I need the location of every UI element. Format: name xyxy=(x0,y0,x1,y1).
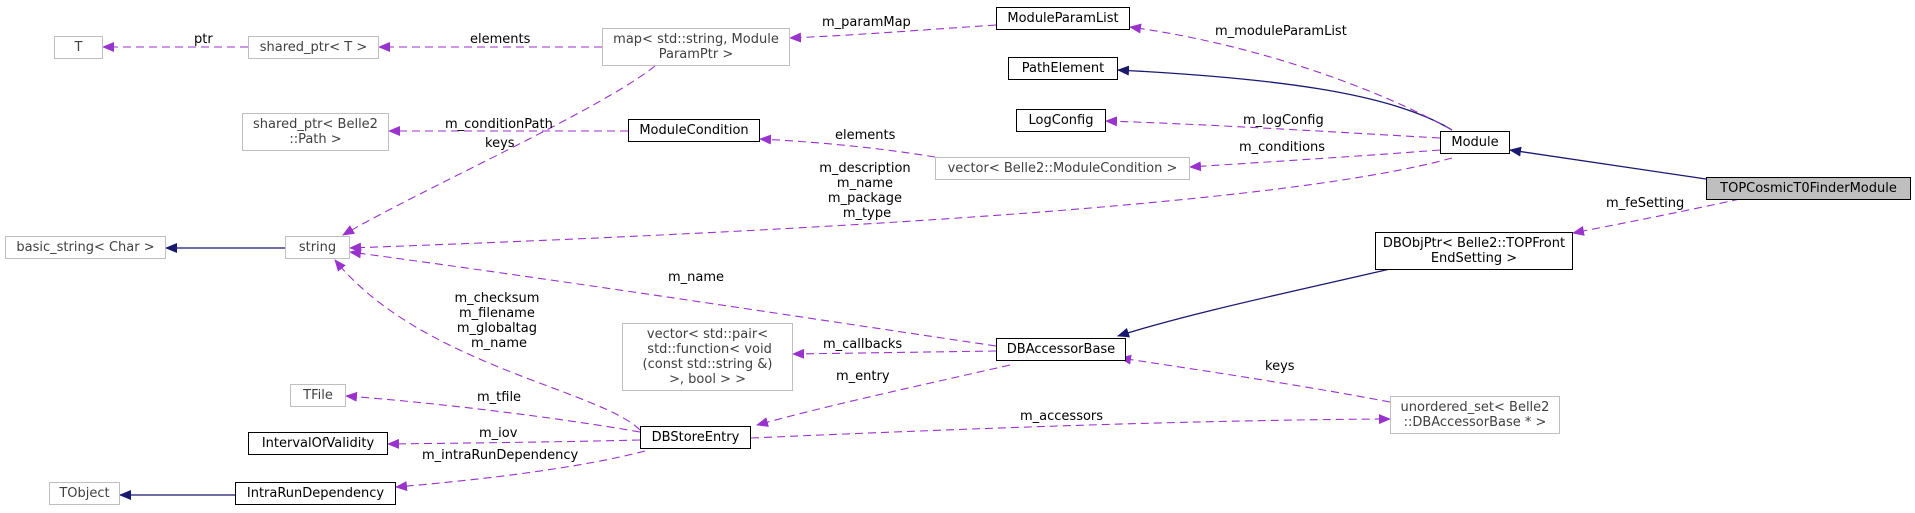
edge-module-to-string xyxy=(349,157,1453,253)
node-t-label: T xyxy=(74,40,83,55)
node-basic-string-label: basic_string< Char > xyxy=(16,240,155,255)
edge-label-m-fe-setting: m_feSetting xyxy=(1606,196,1684,211)
edge-label-keys-map: keys xyxy=(485,136,515,151)
edge-label-m-dbse-members-line-1: m_checksum xyxy=(454,291,539,306)
edge-module-to-module-param-list xyxy=(1129,23,1453,131)
edge-label-m-entry: m_entry xyxy=(836,369,890,384)
node-db-store-entry-label: DBStoreEntry xyxy=(651,430,740,445)
edge-label-m-module-members-line-2: m_name xyxy=(837,176,893,191)
node-log-config[interactable]: LogConfig xyxy=(1016,109,1106,132)
edge-label-m-condition-path: m_conditionPath xyxy=(445,117,553,132)
node-intra-run-dependency-label: IntraRunDependency xyxy=(246,486,385,501)
edge-dbaccessorbase-to-vector-pair xyxy=(792,348,997,359)
edge-label-m-iov: m_iov xyxy=(479,426,518,441)
edge-dbstoreentry-to-tfile xyxy=(345,391,641,433)
node-shared-ptr-t-label: shared_ptr< T > xyxy=(259,40,368,55)
node-interval-of-validity-label: IntervalOfValidity xyxy=(261,436,375,451)
edge-label-m-module-members-line-3: m_package xyxy=(828,191,902,206)
node-tfile-label: TFile xyxy=(303,388,333,403)
node-shared-ptr-path[interactable]: shared_ptr< Belle2 ::Path > xyxy=(242,113,389,151)
edge-label-elements-map: elements xyxy=(470,32,531,47)
edge-label-m-log-config: m_logConfig xyxy=(1243,113,1324,128)
edge-label-m-module-param-list: m_moduleParamList xyxy=(1215,24,1347,39)
node-module-param-list-label: ModuleParamList xyxy=(1007,11,1119,26)
node-tfile[interactable]: TFile xyxy=(290,384,346,407)
node-map[interactable]: map< std::string, Module ParamPtr > xyxy=(602,28,790,66)
node-path-element-label: PathElement xyxy=(1021,61,1105,76)
node-module[interactable]: Module xyxy=(1440,131,1510,154)
node-vector-pair-label: vector< std::pair< std::function< void (… xyxy=(642,327,773,387)
node-vector-pair[interactable]: vector< std::pair< std::function< void (… xyxy=(622,323,793,391)
edge-dbobjptr-to-dbaccessorbase xyxy=(1117,268,1391,338)
edge-dbaccessorbase-to-string xyxy=(349,248,997,347)
node-module-param-list[interactable]: ModuleParamList xyxy=(996,7,1130,30)
node-db-accessor-base-label: DBAccessorBase xyxy=(1006,342,1116,357)
edge-label-m-callbacks: m_callbacks xyxy=(823,337,902,352)
edge-module-to-log-config xyxy=(1105,116,1441,139)
node-string[interactable]: string xyxy=(285,236,350,259)
node-interval-of-validity[interactable]: IntervalOfValidity xyxy=(248,432,388,455)
node-intra-run-dependency[interactable]: IntraRunDependency xyxy=(235,482,396,505)
edge-dbaccessorbase-to-dbstoreentry xyxy=(756,364,1011,427)
node-dbobjptr[interactable]: DBObjPtr< Belle2::TOPFront EndSetting > xyxy=(1375,232,1573,270)
edge-label-m-accessors: m_accessors xyxy=(1020,409,1103,424)
edge-module-param-list-to-map xyxy=(789,24,997,43)
edge-dbstoreentry-to-unordered-set xyxy=(750,414,1391,439)
node-top-cosmic-t0-finder-module[interactable]: TOPCosmicT0FinderModule xyxy=(1706,177,1911,200)
node-tobject[interactable]: TObject xyxy=(49,482,120,505)
node-db-accessor-base[interactable]: DBAccessorBase xyxy=(996,338,1126,361)
node-vector-module-condition[interactable]: vector< Belle2::ModuleCondition > xyxy=(935,157,1190,180)
edge-label-ptr: ptr xyxy=(194,32,213,47)
edge-label-m-tfile: m_tfile xyxy=(477,390,521,405)
edge-dbstoreentry-to-interval xyxy=(387,438,641,449)
edge-map-to-string-keys xyxy=(342,65,656,236)
edge-top-cosmic-to-module xyxy=(1509,146,1707,180)
node-map-label: map< std::string, Module ParamPtr > xyxy=(613,32,779,62)
node-basic-string[interactable]: basic_string< Char > xyxy=(5,236,166,259)
node-module-condition[interactable]: ModuleCondition xyxy=(628,119,760,142)
edge-dbstoreentry-to-string xyxy=(334,259,641,431)
node-module-label: Module xyxy=(1451,135,1499,150)
node-top-cosmic-t0-finder-module-label: TOPCosmicT0FinderModule xyxy=(1720,181,1897,196)
node-t[interactable]: T xyxy=(54,36,103,59)
node-shared-ptr-t[interactable]: shared_ptr< T > xyxy=(248,36,379,59)
edge-top-cosmic-to-dbobjptr xyxy=(1572,198,1741,236)
node-unordered-set-label: unordered_set< Belle2 ::DBAccessorBase *… xyxy=(1400,400,1550,430)
edge-label-m-module-members-line-1: m_description xyxy=(819,161,910,176)
edge-module-to-vector-mc xyxy=(1189,149,1441,172)
node-shared-ptr-path-label: shared_ptr< Belle2 ::Path > xyxy=(253,117,378,147)
node-path-element[interactable]: PathElement xyxy=(1008,57,1118,80)
edge-label-m-module-members-line-4: m_type xyxy=(843,206,891,221)
node-dbobjptr-label: DBObjPtr< Belle2::TOPFront EndSetting > xyxy=(1382,236,1566,266)
node-string-label: string xyxy=(298,240,337,255)
node-tobject-label: TObject xyxy=(59,486,110,501)
node-log-config-label: LogConfig xyxy=(1028,113,1094,128)
edge-vector-mc-to-module-condition xyxy=(759,134,936,158)
edge-label-m-conditions: m_conditions xyxy=(1239,140,1325,155)
edge-label-m-dbse-members-line-4: m_name xyxy=(471,336,527,351)
edge-label-m-dbse-members-line-2: m_filename xyxy=(459,306,535,321)
edge-label-m-dbse-members-line-3: m_globaltag xyxy=(457,321,537,336)
edge-label-m-dbse-members: m_checksum m_filename m_globaltag m_name xyxy=(454,291,543,351)
edge-label-m-intra-run-dependency: m_intraRunDependency xyxy=(422,448,578,463)
edge-label-elements-vec: elements xyxy=(835,128,896,143)
edge-label-m-module-members: m_description m_name m_package m_type xyxy=(819,161,915,221)
node-unordered-set[interactable]: unordered_set< Belle2 ::DBAccessorBase *… xyxy=(1390,396,1560,434)
edge-label-m-name-dbab: m_name xyxy=(668,270,724,285)
edge-unordered-set-to-dbaccessorbase xyxy=(1119,354,1391,403)
edge-dbstoreentry-to-intrarun xyxy=(395,450,646,492)
edge-label-m-param-map: m_paramMap xyxy=(822,15,911,30)
node-module-condition-label: ModuleCondition xyxy=(639,123,749,138)
node-db-store-entry[interactable]: DBStoreEntry xyxy=(640,426,751,449)
edge-label-keys-set: keys xyxy=(1265,359,1295,374)
node-vector-module-condition-label: vector< Belle2::ModuleCondition > xyxy=(947,161,1178,176)
